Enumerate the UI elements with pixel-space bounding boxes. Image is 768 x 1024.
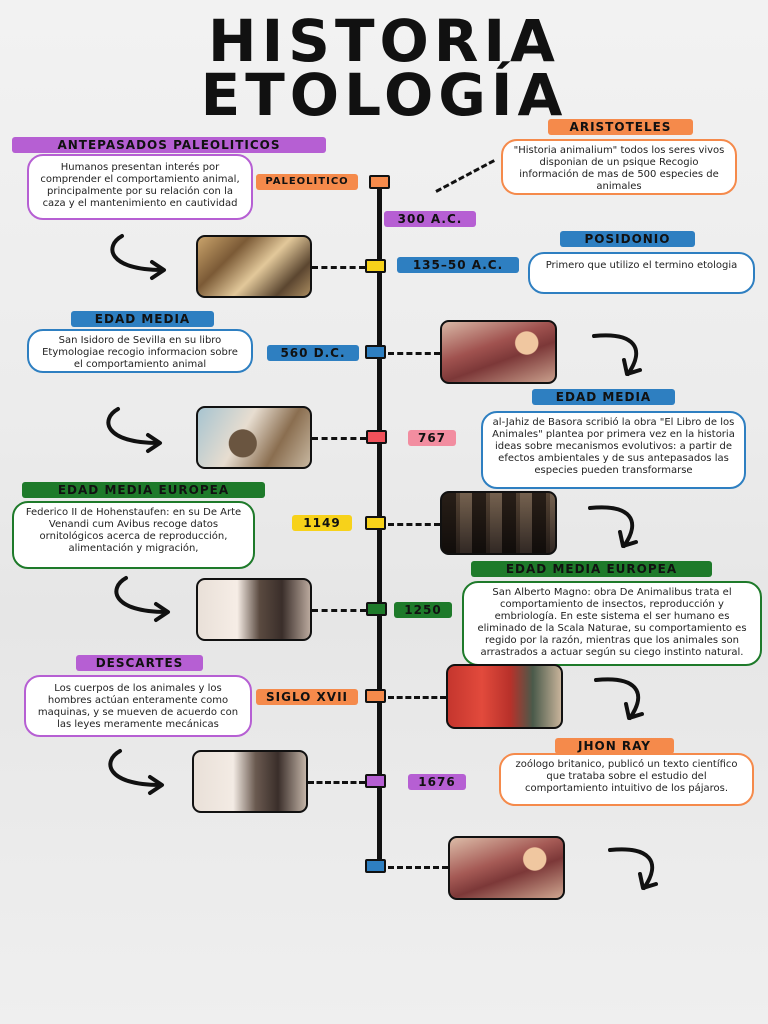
connector-photo-8 <box>388 866 448 869</box>
period-label-federico: EDAD MEDIA EUROPEA <box>22 482 265 498</box>
curved-arrow-icon <box>114 576 170 622</box>
connector-photo-3 <box>312 437 366 440</box>
event-text-ray: zoólogo britanico, publicó un texto cien… <box>499 753 754 806</box>
curved-arrow-icon <box>108 749 164 795</box>
photo-vintage-radio <box>440 320 557 384</box>
date-label-ray: 1676 <box>408 774 466 790</box>
curved-arrow-icon <box>106 407 162 453</box>
curved-arrow-icon <box>608 847 658 890</box>
connector-photo-5 <box>312 609 366 612</box>
period-label-posidonio: POSIDONIO <box>560 231 695 247</box>
curved-arrow-icon <box>588 505 638 548</box>
connector-photo-4 <box>388 523 440 526</box>
timeline-node-descartes <box>365 689 386 703</box>
period-label-isidoro: EDAD MEDIA <box>71 311 214 327</box>
connector-aristoteles <box>435 159 495 193</box>
date-label-alberto: 1250 <box>394 602 452 618</box>
photo-vintage-radio-2 <box>448 836 565 900</box>
date-label-posidonio: 135–50 A.C. <box>397 257 519 273</box>
connector-photo-2 <box>388 352 440 355</box>
timeline-node-paleolitico <box>369 175 390 189</box>
timeline-node-federico <box>365 516 386 530</box>
event-text-isidoro: San Isidoro de Sevilla en su libro Etymo… <box>27 329 253 373</box>
page-title-line-1: HISTORIA <box>208 7 560 75</box>
connector-photo-7 <box>308 781 365 784</box>
date-label-paleolitico: PALEOLITICO <box>256 174 358 190</box>
date-label-isidoro: 560 D.C. <box>267 345 359 361</box>
event-text-paleolitico: Humanos presentan interés por comprender… <box>27 154 253 220</box>
event-text-jahiz: al-Jahiz de Basora scribió la obra "El L… <box>481 411 746 489</box>
period-label-ray: JHON RAY <box>555 738 674 754</box>
connector-photo-6 <box>388 696 446 699</box>
event-text-posidonio: Primero que utilizo el termino etologia <box>528 252 755 294</box>
timeline-node-ray <box>365 774 386 788</box>
period-label-jahiz: EDAD MEDIA <box>532 389 675 405</box>
event-text-descartes: Los cuerpos de los animales y los hombre… <box>24 675 252 737</box>
period-label-aristoteles: ARISTOTELES <box>548 119 693 135</box>
period-label-alberto: EDAD MEDIA EUROPEA <box>471 561 712 577</box>
photo-camera-suitcase <box>196 406 312 469</box>
period-label-descartes: DESCARTES <box>76 655 203 671</box>
photo-camera-plant <box>196 235 312 298</box>
photo-street-bicycle <box>196 578 312 641</box>
timeline-node-alberto <box>366 602 387 616</box>
curved-arrow-icon <box>594 677 644 720</box>
page-title-line-2: ETOLOGÍA <box>200 61 568 129</box>
photo-radio-collection <box>440 491 557 555</box>
timeline-node-isidoro <box>365 345 386 359</box>
photo-street-bicycle-2 <box>192 750 308 813</box>
timeline-node-end <box>365 859 386 873</box>
date-label-jahiz: 767 <box>408 430 456 446</box>
photo-coca-cola-machine <box>446 664 563 729</box>
timeline-node-posidonio <box>365 259 386 273</box>
date-label-federico: 1149 <box>292 515 352 531</box>
curved-arrow-icon <box>110 234 166 280</box>
event-text-alberto: San Alberto Magno: obra De Animalibus tr… <box>462 581 762 666</box>
period-label-paleolitico: ANTEPASADOS PALEOLITICOS <box>12 137 326 153</box>
curved-arrow-icon <box>592 333 642 376</box>
date-label-aristoteles: 300 A.C. <box>384 211 476 227</box>
connector-photo-1 <box>312 266 365 269</box>
date-label-descartes: SIGLO XVII <box>256 689 358 705</box>
event-text-federico: Federico II de Hohenstaufen: en su De Ar… <box>12 501 255 569</box>
timeline-node-jahiz <box>366 430 387 444</box>
event-text-aristoteles: "Historia animalium" todos los seres viv… <box>501 139 737 195</box>
